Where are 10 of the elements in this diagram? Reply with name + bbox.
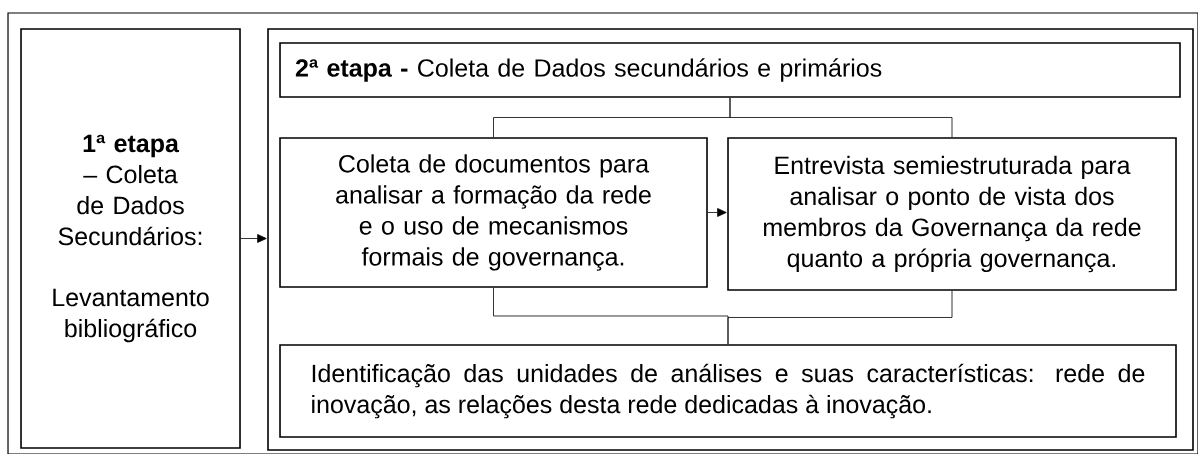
result-box: Identificação das unidades de análises e suas características: rede de inovação, as relações desta rede dedicadas à inovação. bbox=[279, 344, 1177, 438]
heading-box: 2ª etapa - Coleta de Dados secundários e primários bbox=[279, 42, 1181, 98]
connector bbox=[729, 97, 953, 138]
stage-box: 1ª etapa – Coleta de Dados Secundários: Levantamento bibliográfico bbox=[20, 28, 241, 449]
process-box: Entrevista semiestruturada para analisar o ponto de vista dos membros da Governança da rede quanto a própria governança. bbox=[727, 137, 1177, 291]
process-box: Coleta de documentos para analisar a formação da rede e o uso de mecanismos formais de governança. bbox=[279, 137, 708, 288]
connector bbox=[240, 234, 267, 243]
connector bbox=[707, 208, 727, 217]
connector bbox=[727, 290, 953, 345]
stage-panel bbox=[267, 28, 1194, 451]
